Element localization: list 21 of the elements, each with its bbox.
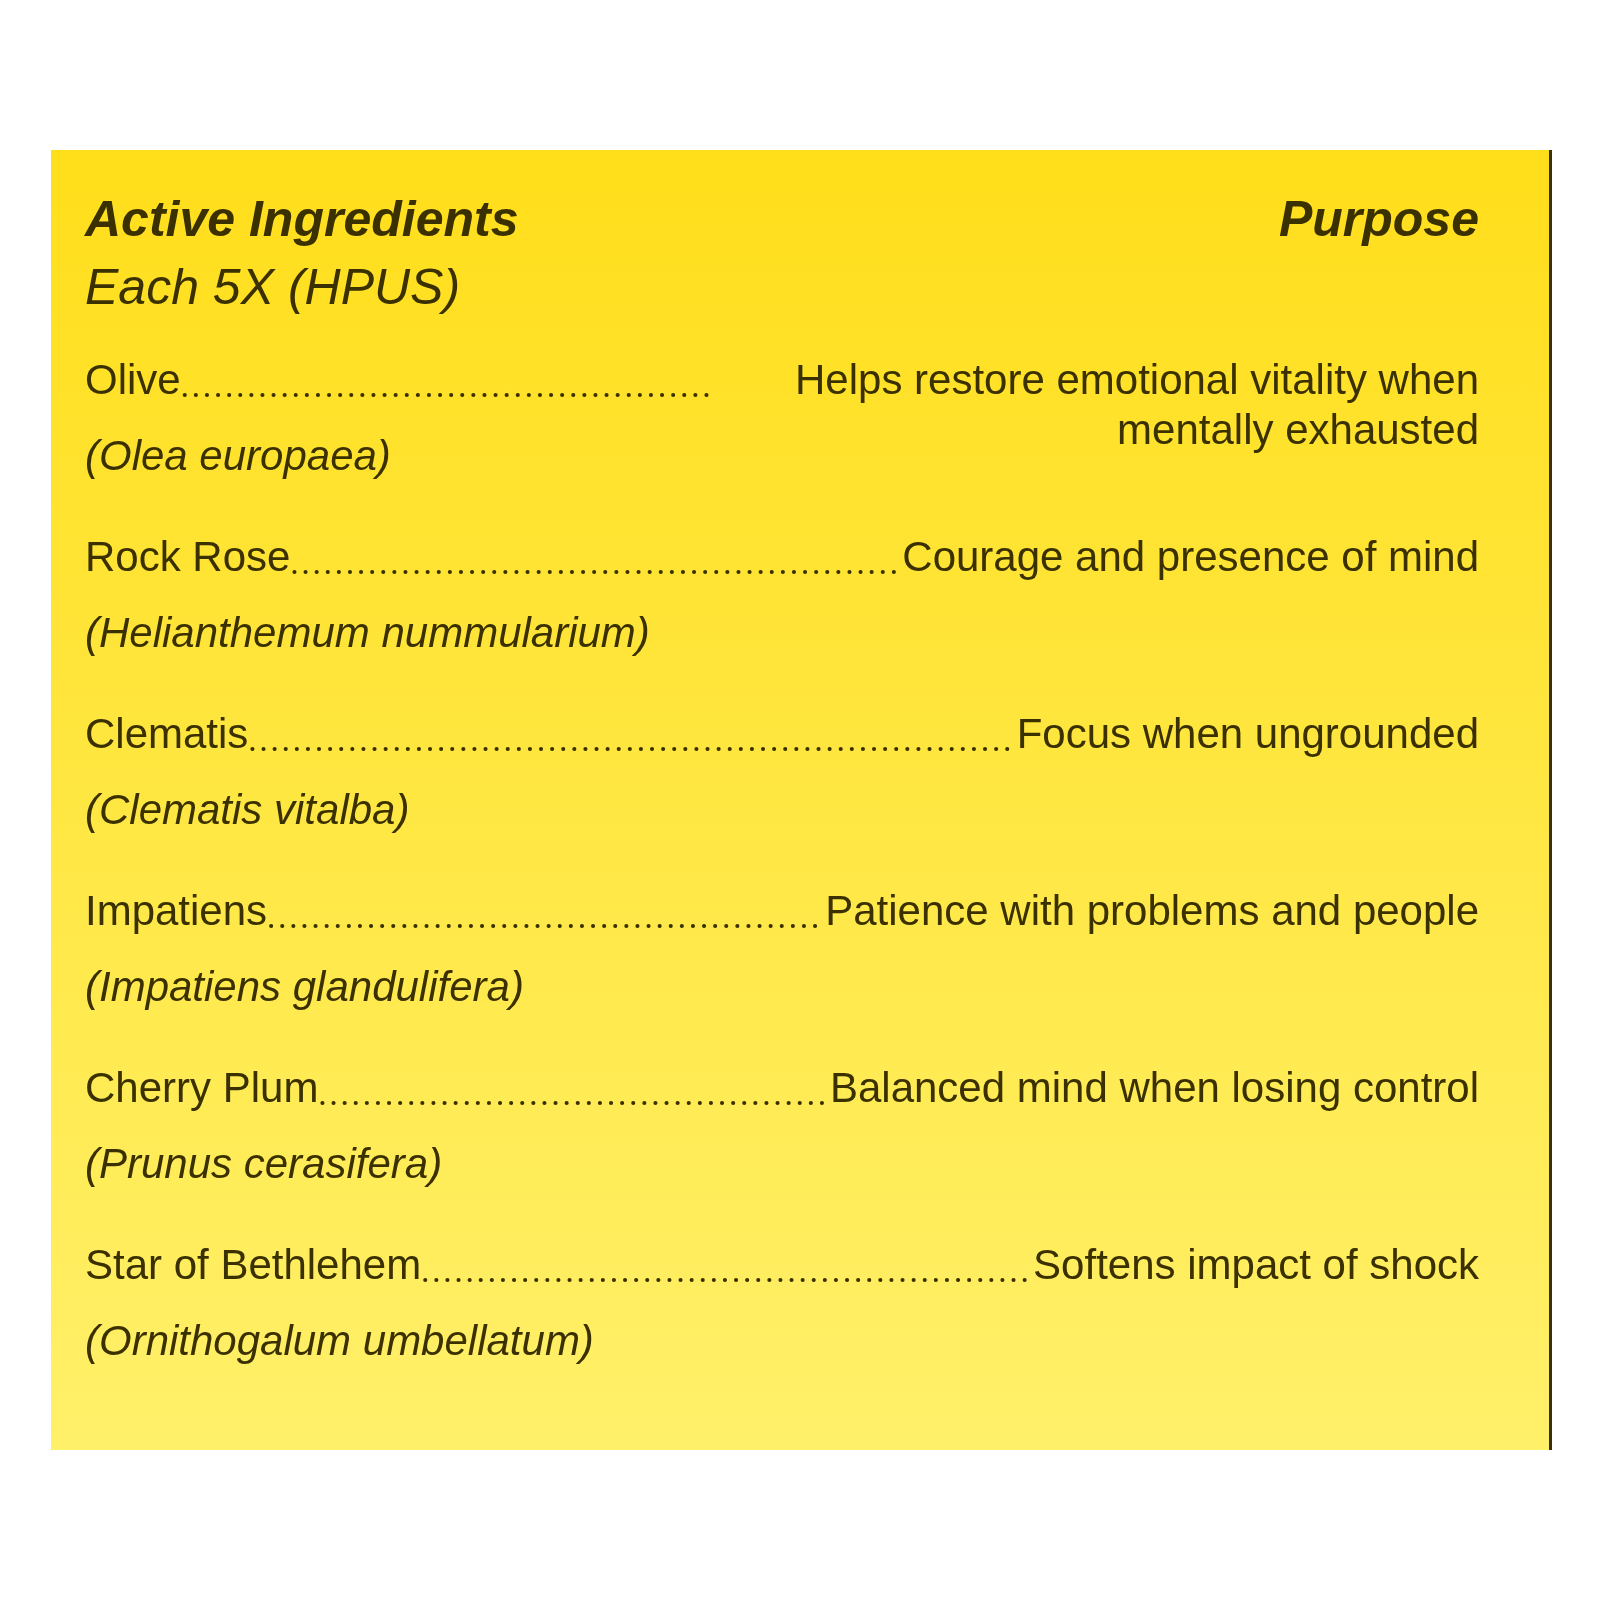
ingredient-name: Olive (85, 355, 181, 405)
purpose-text: Balanced mind when losing control (829, 1063, 1479, 1113)
purpose-text: Softens impact of shock (1033, 1240, 1479, 1290)
ingredient-name: Rock Rose (85, 532, 291, 582)
botanical-name: (Clematis vitalba) (85, 785, 410, 835)
botanical-name: (Prunus cerasifera) (85, 1139, 443, 1189)
botanical-name: (Helianthemum nummularium) (85, 608, 650, 658)
ingredient-name: Clematis (85, 709, 249, 759)
botanical-name: (Olea europaea) (85, 431, 391, 481)
column-heading: Active Ingredients (85, 190, 519, 248)
ingredient-name: Cherry Plum (85, 1063, 319, 1113)
purpose-text: Patience with problems and people (825, 886, 1479, 936)
ingredient-name: Star of Bethlehem (85, 1240, 422, 1290)
column-heading: Purpose (1278, 190, 1479, 248)
purpose-text: Focus when ungrounded (1016, 709, 1479, 759)
botanical-name: (Impatiens glandulifera) (85, 962, 524, 1012)
purpose-text: Courage and presence of mind (902, 532, 1479, 582)
potency-note: Each 5X (HPUS) (85, 258, 461, 316)
ingredient-name: Impatiens (85, 886, 268, 936)
purpose-text: Helps restore emotional vitality when mentally exhausted (719, 355, 1479, 455)
botanical-name: (Ornithogalum umbellatum) (85, 1316, 594, 1366)
